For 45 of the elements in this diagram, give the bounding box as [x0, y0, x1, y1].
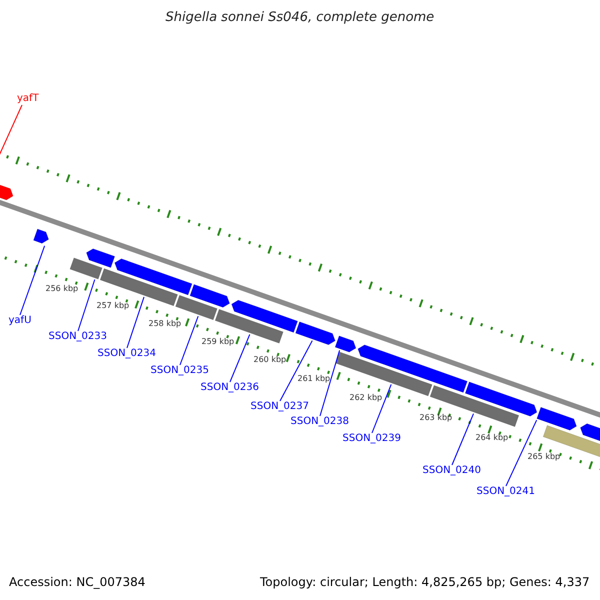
gene-label: SSON_0238 [290, 417, 349, 427]
gene-block [190, 284, 230, 308]
genome-info-text: Topology: circular; Length: 4,825,265 bp; Genes: 4,337 [260, 576, 590, 588]
scale-label: 258 kbp [148, 320, 182, 328]
gene-block [86, 248, 116, 268]
scale-label: 257 kbp [96, 302, 130, 310]
gene-block [0, 182, 14, 200]
gene-label: SSON_0239 [342, 434, 401, 444]
gene-label: SSON_0241 [476, 487, 535, 497]
scale-label: 262 kbp [350, 394, 382, 402]
gene-label: SSON_0240 [422, 466, 481, 476]
scale-label: 260 kbp [254, 356, 286, 364]
gene-block [231, 300, 298, 333]
leader-line [230, 334, 250, 382]
gene-block [33, 228, 49, 244]
scale-label: 256 kbp [46, 285, 78, 293]
leader-line [180, 316, 199, 366]
leader-line [280, 340, 313, 402]
gene-block [295, 322, 336, 346]
scale-label: 264 kbp [476, 434, 508, 442]
leader-line [126, 296, 145, 348]
gene-label: SSON_0236 [200, 383, 259, 393]
gene-label: SSON_0237 [250, 402, 309, 412]
gene-block [114, 258, 192, 296]
gene-label: yafT [17, 94, 39, 104]
gene-label: SSON_0233 [48, 332, 107, 342]
gene-label: yafU [8, 316, 32, 326]
scale-label: 259 kbp [202, 338, 234, 346]
scale-label: 265 kbp [528, 453, 560, 461]
title: Shigella sonnei Ss046, complete genome [166, 11, 434, 24]
gene-label: SSON_0234 [98, 349, 156, 359]
leader-line [506, 420, 538, 486]
gene-label: SSON_0235 [150, 366, 209, 376]
leader-line [452, 413, 474, 466]
leader-line [78, 279, 96, 332]
gene-block [358, 344, 468, 393]
gene-block [536, 407, 577, 430]
gene-block [464, 382, 538, 416]
scale-label: 261 kbp [298, 375, 330, 383]
accession-text: Accession: NC_007384 [9, 576, 146, 588]
gene-bar [175, 294, 218, 320]
scale-label: 263 kbp [420, 414, 452, 422]
gene-bar [70, 258, 102, 280]
leader-line [20, 245, 46, 316]
leader-line [320, 350, 340, 416]
